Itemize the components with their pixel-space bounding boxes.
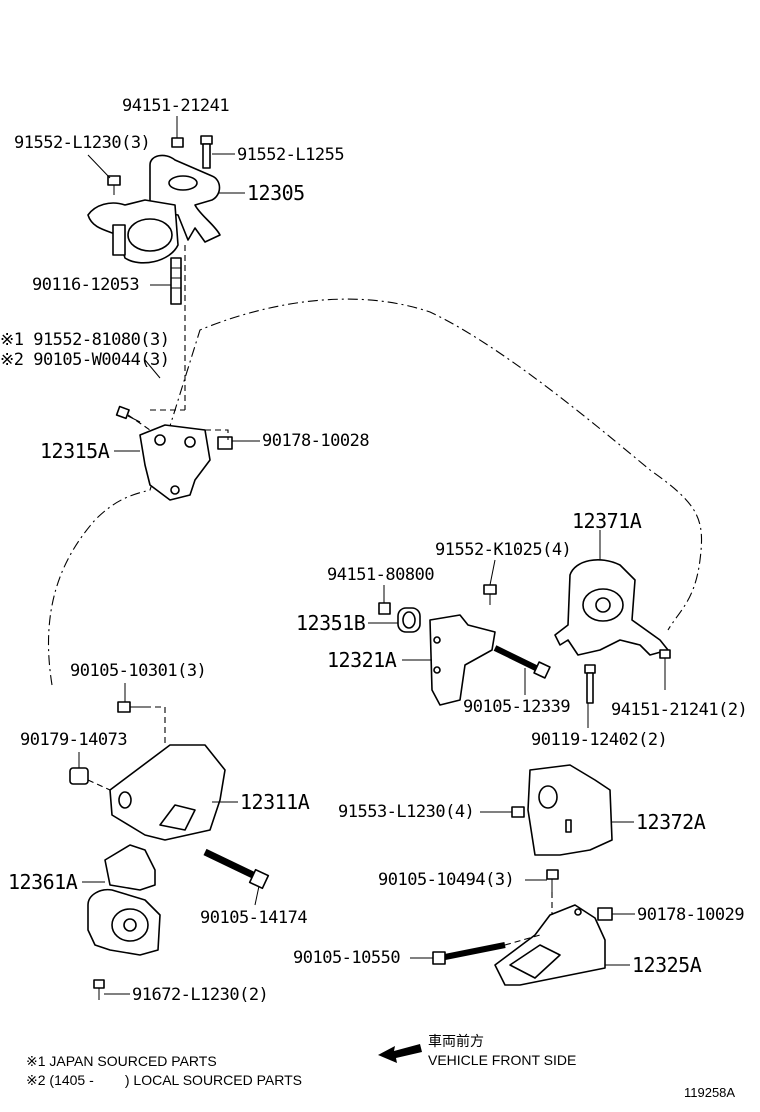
bracket-12372A (527, 764, 613, 856)
bracket-12311A (109, 744, 226, 841)
bolt-91552-K1025 (483, 584, 497, 605)
bolt-91552-L1255 (200, 135, 213, 169)
label-90179-14073[interactable]: 90179-14073 (20, 730, 128, 750)
label-91552-K1025[interactable]: 91552-K1025(4) (435, 540, 572, 560)
bolt-91552-81080 (115, 405, 141, 423)
label-90105-10301[interactable]: 90105-10301(3) (70, 661, 207, 681)
label-12305[interactable]: 12305 (247, 181, 305, 205)
upper-mount-12305 (87, 154, 221, 264)
footnote-1: ※1 JAPAN SOURCED PARTS (26, 1053, 217, 1069)
stud-90116-12053 (170, 257, 182, 305)
label-90178-10029[interactable]: 90178-10029 (637, 905, 745, 925)
bolt-91552-L1230 (107, 175, 121, 195)
bolt-90119-12402 (584, 664, 596, 704)
label-90119-12402[interactable]: 90119-12402(2) (531, 730, 668, 750)
bolt-90105-10550 (432, 942, 506, 965)
label-91672-L1230[interactable]: 91672-L1230(2) (132, 985, 269, 1005)
nut-90178-10028 (217, 436, 233, 450)
bushing-12351B (397, 607, 421, 633)
label-90105-10494[interactable]: 90105-10494(3) (378, 870, 515, 890)
label-91552-L1230[interactable]: 91552-L1230(3) (14, 133, 151, 153)
bolt-90105-12339 (493, 645, 551, 679)
mount-12361A (87, 844, 161, 956)
label-12315A[interactable]: 12315A (40, 439, 110, 463)
nut-94151-21241 (171, 137, 184, 148)
nut-94151-21241-2 (659, 649, 671, 659)
label-12325A[interactable]: 12325A (632, 953, 702, 977)
vehicle-front-jp: 車両前方 (428, 1033, 484, 1049)
left-arrow-icon (378, 1044, 422, 1063)
collar-90179-14073 (69, 767, 89, 785)
bracket-12325A (494, 904, 606, 986)
label-12311A[interactable]: 12311A (240, 790, 310, 814)
nut-90178-10029 (597, 907, 613, 921)
label-90105-W0044[interactable]: ※2 90105-W0044(3) (0, 350, 170, 370)
label-12351B[interactable]: 12351B (296, 611, 366, 635)
footnote-2: ※2 (1405 - ) LOCAL SOURCED PARTS (26, 1072, 302, 1088)
label-91552-81080[interactable]: ※1 91552-81080(3) (0, 330, 170, 350)
label-90105-12339[interactable]: 90105-12339 (463, 697, 571, 717)
bolt-90105-10301 (117, 701, 145, 713)
vehicle-front-en: VEHICLE FRONT SIDE (428, 1052, 577, 1068)
nut-94151-80800 (378, 602, 391, 615)
label-90116-12053[interactable]: 90116-12053 (32, 275, 140, 295)
label-90178-10028[interactable]: 90178-10028 (262, 431, 370, 451)
label-12371A[interactable]: 12371A (572, 509, 642, 533)
mount-12371A (554, 559, 669, 656)
label-12372A[interactable]: 12372A (636, 810, 706, 834)
label-12361A[interactable]: 12361A (8, 870, 78, 894)
label-94151-80800[interactable]: 94151-80800 (327, 565, 435, 585)
bolt-91553-L1230 (511, 806, 525, 818)
bolt-90105-14174 (203, 848, 270, 890)
label-90105-14174[interactable]: 90105-14174 (200, 908, 308, 928)
label-91553-L1230[interactable]: 91553-L1230(4) (338, 802, 475, 822)
diagram-id: 119258A (684, 1085, 736, 1100)
label-90105-10550[interactable]: 90105-10550 (293, 948, 401, 968)
bracket-12321A (429, 614, 496, 706)
label-94151-21241[interactable]: 94151-21241 (122, 96, 230, 116)
label-94151-21241-2[interactable]: 94151-21241(2) (611, 700, 748, 720)
vehicle-outline (47, 298, 703, 686)
bracket-12315A (139, 424, 211, 501)
bolt-90105-10494 (546, 869, 559, 892)
label-91552-L1255[interactable]: 91552-L1255 (237, 145, 345, 165)
label-12321A[interactable]: 12321A (327, 648, 397, 672)
bolt-91672-L1230 (93, 979, 105, 1000)
leader-lines (78, 116, 666, 995)
